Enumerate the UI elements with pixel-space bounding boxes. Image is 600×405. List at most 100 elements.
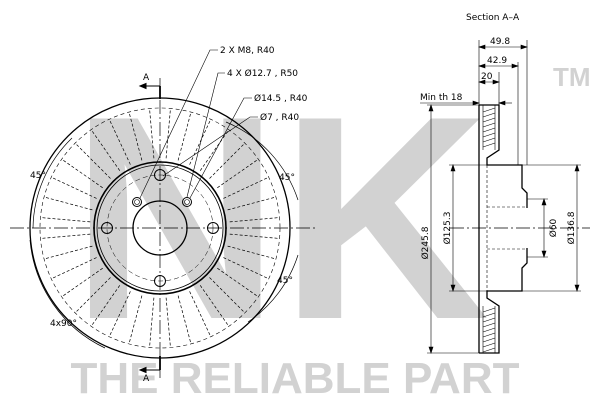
hatch-line [482,117,496,123]
hatch-line [482,317,496,323]
hatch-line [482,322,496,328]
angle-label-right-bottom: 45° [277,276,293,286]
front-view [10,49,316,378]
vane-line [52,177,97,199]
vane-line [63,160,103,189]
vane-line [76,144,111,179]
vane-line [129,295,143,343]
dim-disc-thickness: 20 [481,72,493,82]
top-dimensions [478,40,528,165]
hatch-line [482,332,496,338]
watermark-logo: NK [71,56,490,380]
section-mark-bottom: A [143,374,150,384]
angle-label-left: 45° [30,171,46,181]
angle-arc-left [32,137,73,229]
bolt-hole-top [154,169,166,181]
vane-line [223,177,268,199]
vane-line [189,120,211,165]
vane-line [92,285,121,325]
hatch-line [482,337,496,343]
vane-line [227,245,275,259]
dim-hat-depth: 42.9 [487,56,507,66]
section-title: Section A–A [466,13,520,23]
watermark-tagline: THE RELIABLE PART [71,354,520,400]
min-thickness-dimension [420,100,512,106]
angle-arcs [29,121,299,349]
callout-hole-7: Ø7 , R40 [260,112,299,123]
vane-line [217,267,257,296]
vane-line [76,277,111,312]
hatch-line [482,327,496,333]
vane-line [149,297,155,346]
bolt-hole-right [207,222,219,234]
callout-leaders [139,49,258,199]
section-cut-marker [138,82,161,374]
hatch-line [482,122,496,128]
thread-hole-2 [182,197,192,207]
angle-arc-right-bottom [247,254,299,323]
vane-line [209,277,244,312]
outer-friction-edge [39,107,281,349]
callout-bolt-holes: 4 X Ø12.7 , R50 [227,68,298,79]
vane-line [165,110,171,159]
vane-line [92,131,121,171]
vane-line [42,233,91,239]
vane-line [223,257,268,279]
vane-line [209,144,244,179]
center-bore [132,200,188,256]
angle-arc-repeat [29,239,106,349]
bolt-hole-left [101,222,113,234]
hat-outer-circle [93,161,227,295]
hatch-line [482,347,496,353]
hat-inner-circle [96,164,224,292]
dim-overall-width: 49.8 [490,37,510,47]
thread-hole-1 [132,197,142,207]
vane-line [149,110,155,159]
vane-line [165,297,171,346]
dim-hub-diameter: Ø136.8 [566,211,577,244]
vane-line [229,217,278,223]
repeat-angle-label: 4x90° [50,319,77,329]
watermark-trademark: TM [553,62,591,92]
vane-line [42,217,91,223]
vane-line [109,291,131,336]
dim-bore-diameter: Ø60 [548,218,559,237]
wheel-bolt-holes [101,169,219,287]
front-view-labels: 2 X M8, R40 4 X Ø12.7 , R50 Ø14.5 , R40 … [30,46,308,384]
vane-line [45,245,93,259]
dim-outer-diameter: Ø245.8 [420,226,431,259]
vane-line [109,120,131,165]
vane-line [177,113,191,161]
diameter-dimensions [427,104,581,354]
vane-line [217,160,257,189]
min-thickness-label: Min th 18 [420,93,463,103]
vane-line [199,285,228,325]
vane-line [45,197,93,211]
section-view-labels: Section A–A 49.8 42.9 20 Min th 18 Ø245.… [420,13,577,259]
hatch-line [482,307,496,313]
vane-line [177,295,191,343]
hatch-line [482,137,496,143]
section-mark-top: A [143,73,150,83]
vane-line [227,197,275,211]
hatch-line [482,107,496,113]
vane-line [199,131,228,171]
vane-line [63,267,103,296]
hatch-line [482,127,496,133]
watermark: NK TM THE RELIABLE PART [71,56,591,403]
vane-line [129,113,143,161]
vane-line [229,233,278,239]
hatch-line [482,132,496,138]
hatch-line [482,142,496,148]
hatch-line [482,312,496,318]
ventilation-vanes [42,110,278,346]
callout-threaded-holes: 2 X M8, R40 [220,46,275,56]
vane-line [52,257,97,279]
bolt-circle [106,174,214,282]
dim-hat-diameter: Ø125.3 [442,212,453,245]
vane-line [189,291,211,336]
hatch-line [482,112,496,118]
angle-label-right-top: 45° [279,173,295,183]
